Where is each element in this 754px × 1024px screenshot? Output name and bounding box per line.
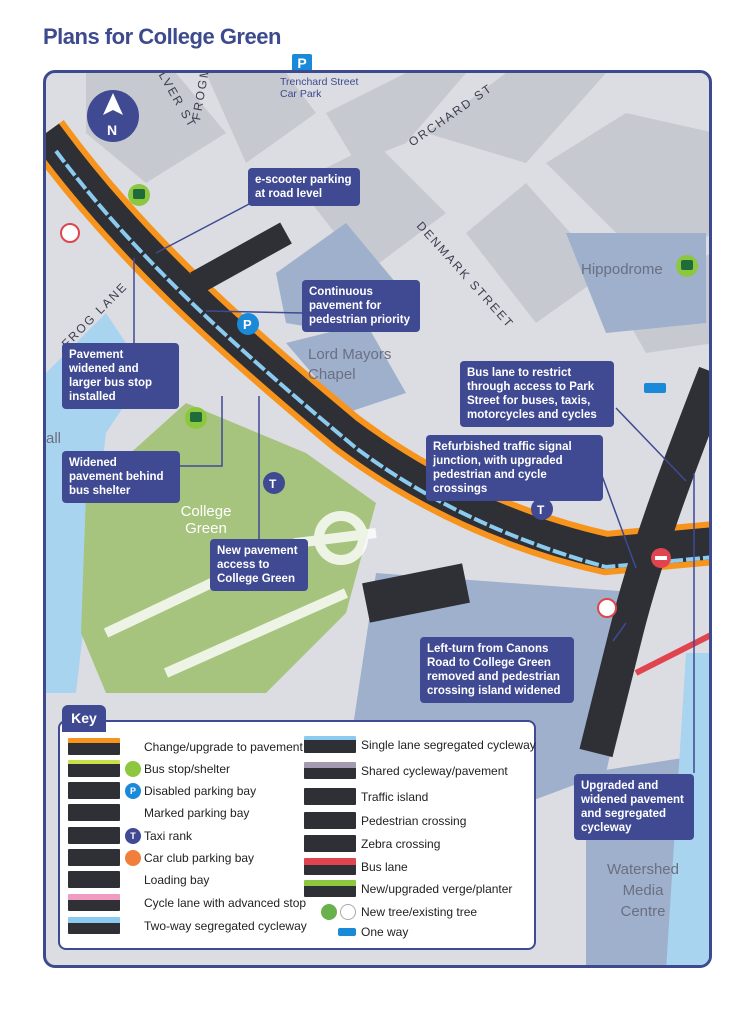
callout-e-scooter: e-scooter parking at road level <box>248 168 360 206</box>
key-label: New tree/existing tree <box>361 905 478 919</box>
existing-tree-icon <box>340 904 356 920</box>
zebra-crossing-swatch <box>304 835 356 852</box>
compass-label: N <box>107 122 117 138</box>
key-label: Single lane segregated cycleway <box>361 737 536 752</box>
car-park-label: Trenchard Street Car Park <box>280 76 359 100</box>
place-label-chapel: Lord Mayors Chapel <box>308 346 392 383</box>
callout-left-turn: Left-turn from Canons Road to College Gr… <box>420 637 574 703</box>
key-label: Zebra crossing <box>361 836 441 851</box>
svg-text:P: P <box>243 317 252 332</box>
callout-bus-stop: Pavement widened and larger bus stop ins… <box>62 343 179 409</box>
callout-upgraded-pavement: Upgraded and widened pavement and segreg… <box>574 774 694 840</box>
key-label: Loading bay <box>144 872 210 887</box>
pavement-swatch <box>68 738 120 755</box>
parking-icon: P <box>125 782 141 799</box>
page-title: Plans for College Green <box>43 24 281 49</box>
place-label-watershed: Watershed Media Centre <box>607 861 679 920</box>
key-label: Traffic island <box>361 789 429 804</box>
traffic-island-swatch <box>304 788 356 805</box>
map[interactable]: N P T T LVER ST FROGMORE ST ORCHARD ST D… <box>43 70 712 968</box>
single-cycleway-swatch <box>304 736 356 753</box>
cycle-lane-swatch <box>68 894 120 911</box>
parking-icon: P <box>237 313 259 335</box>
callout-bus-lane: Bus lane to restrict through access to P… <box>460 361 614 427</box>
key-label: Shared cycleway/pavement <box>361 763 508 778</box>
key-label: Bus stop/shelter <box>144 761 231 776</box>
canons-road <box>362 563 470 623</box>
disabled-bay-swatch <box>68 782 120 799</box>
place-label-hall: all <box>46 430 62 447</box>
key-label: Marked parking bay <box>144 805 250 820</box>
key-label: Two-way segregated cycleway <box>144 918 307 933</box>
no-entry-icon <box>651 548 671 568</box>
parking-icon: P <box>292 54 312 72</box>
taxi-icon: T <box>263 472 285 494</box>
pedestrian-crossing-swatch <box>304 812 356 829</box>
key-label: Taxi rank <box>144 828 193 843</box>
key-label: Disabled parking bay <box>144 783 257 798</box>
place-label-college-green: College Green <box>180 503 232 537</box>
place-label-hippodrome: Hippodrome <box>581 261 663 278</box>
parking-bay-swatch <box>68 804 120 821</box>
no-left-turn-icon <box>597 598 617 618</box>
loading-bay-swatch <box>68 871 120 888</box>
bus-lane <box>634 632 709 676</box>
callout-continuous-pavement: Continuous pavement for pedestrian prior… <box>302 280 420 332</box>
callout-pavement-access: New pavement access to College Green <box>210 539 308 591</box>
callout-leaders <box>133 202 695 773</box>
key-label: One way <box>361 925 409 939</box>
main-road <box>46 123 709 570</box>
bus-lane-swatch <box>304 858 356 875</box>
key-label: Pedestrian crossing <box>361 813 467 828</box>
bus-icon <box>185 407 207 429</box>
bus-icon <box>128 184 150 206</box>
new-tree-icon <box>321 904 337 920</box>
buildings <box>86 73 709 353</box>
callout-traffic-signal: Refurbished traffic signal junction, wit… <box>426 435 603 501</box>
key-label: Bus lane <box>361 859 408 874</box>
two-way-cycleway-swatch <box>68 917 120 934</box>
one-way-icon <box>338 928 356 936</box>
taxi-icon: T <box>125 827 141 844</box>
one-way-icon <box>644 383 666 393</box>
key-label: Car club parking bay <box>144 850 255 865</box>
taxi-icon: T <box>531 498 553 520</box>
bus-icon <box>125 760 141 777</box>
key-title: Key <box>62 705 106 732</box>
bus-icon <box>676 255 698 277</box>
bus-stop-swatch <box>68 760 120 777</box>
road-spur <box>190 222 292 294</box>
key-label: Change/upgrade to pavement <box>144 739 303 754</box>
map-key: Change/upgrade to pavement Bus stop/shel… <box>58 720 536 950</box>
side-road <box>579 366 709 758</box>
verge-swatch <box>304 880 356 897</box>
taxi-rank-swatch <box>68 827 120 844</box>
svg-text:T: T <box>269 477 277 491</box>
key-label: Cycle lane with advanced stop <box>144 895 307 910</box>
car-club-swatch <box>68 849 120 866</box>
no-access-sign-icon <box>60 223 80 243</box>
cycleway <box>54 149 709 570</box>
callout-widened-pavement: Widened pavement behind bus shelter <box>62 451 180 503</box>
compass-icon <box>87 90 139 142</box>
key-label: New/upgraded verge/planter <box>361 881 513 896</box>
car-club-icon <box>125 849 141 866</box>
shared-cycleway-swatch <box>304 762 356 779</box>
svg-text:T: T <box>537 503 545 517</box>
